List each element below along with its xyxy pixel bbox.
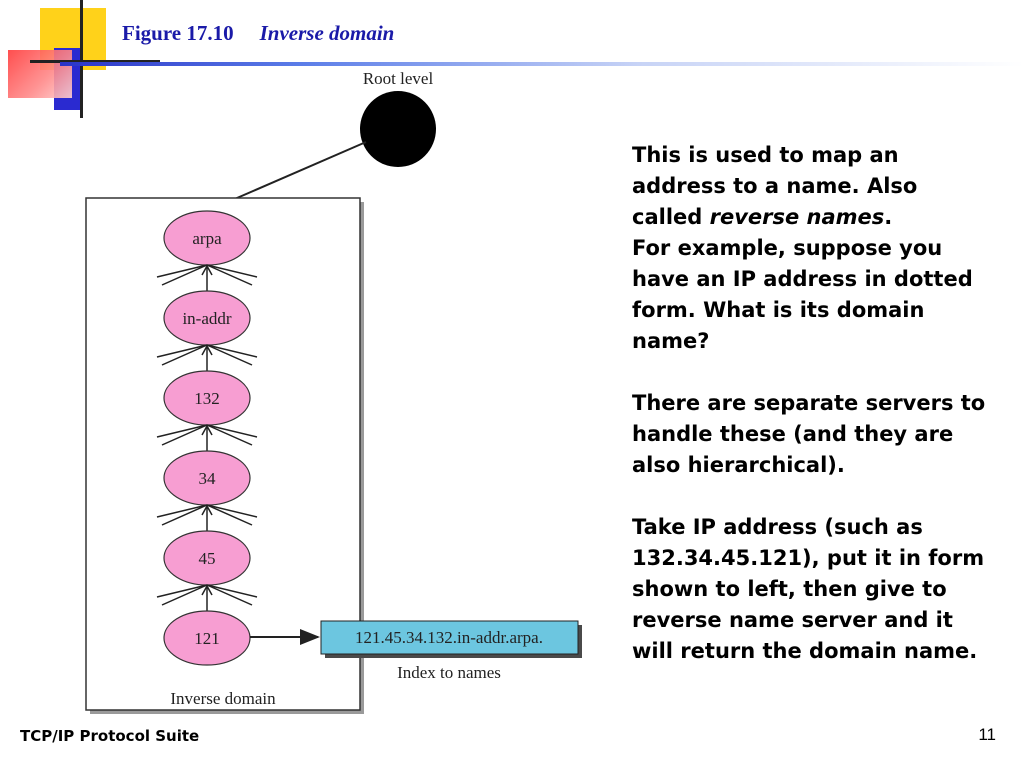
tree-fan-line [206,504,258,518]
paragraph-4: Take IP address (such as 132.34.45.121),… [632,515,985,663]
tree-fan-line [206,344,253,366]
tree-fan-line [161,504,208,526]
tree-arrowhead [201,424,213,436]
tree-arrowhead [201,584,213,596]
root-level-label: Root level [363,69,434,88]
footer-title: TCP/IP Protocol Suite [20,727,200,745]
tree-arrowhead [201,264,213,276]
tree-fan-line [206,344,258,358]
inverse-domain-label: Inverse domain [170,689,276,708]
tree-node-label: 45 [199,549,216,568]
paragraph-gap [632,481,992,512]
tree-group: arpa in-addr 132 34 45 121 [156,210,258,666]
tree-fan-line [156,264,208,278]
tree-node-label: 132 [194,389,220,408]
tree-fan-line [161,264,208,286]
tree-fan-line [206,424,253,446]
tree-fan-line [206,424,258,438]
paragraph-gap [632,357,992,388]
reverse-names-emphasis: reverse names [709,205,885,229]
tree-fan-line [206,264,258,278]
tree-fan-line [161,424,208,446]
tree-fan-line [161,344,208,366]
paragraph-1-end: . [884,205,893,229]
paragraph-1-text: This is used to map an address to a name… [632,143,918,229]
paragraph-3: There are separate servers to handle the… [632,391,986,477]
tree-fan-line [206,584,253,606]
tree-fan-line [206,264,253,286]
tree-fan-line [156,504,208,518]
page-number: 11 [978,725,996,744]
tree-fan-line [156,424,208,438]
tree-node-label: in-addr [182,309,231,328]
tree-fan-line [161,584,208,606]
tree-arrowhead [201,344,213,356]
decor-red-square [8,50,72,98]
tree-node-label: arpa [192,229,222,248]
title-rule [60,62,1024,66]
tree-fan-line [206,504,253,526]
tree-node-label: 34 [199,469,217,488]
tree-fan-line [156,584,208,598]
index-to-names-label: Index to names [397,663,501,682]
tree-fan-line [156,344,208,358]
index-box-text: 121.45.34.132.in-addr.arpa. [355,628,543,647]
tree-fan-line [206,584,258,598]
body-text: This is used to map an address to a name… [632,140,992,667]
paragraph-2: For example, suppose you have an IP addr… [632,236,973,353]
root-node [360,91,436,167]
decor-horizontal-line [30,60,160,63]
tree-arrowhead [201,504,213,516]
figure-number: Figure 17.10 [122,20,234,45]
decor-vertical-line [80,0,83,118]
index-box [320,620,579,655]
figure-title: Inverse domain [259,20,395,45]
tree-node-label: 121 [194,629,220,648]
slide-title: Figure 17.10 Inverse domain [122,18,394,48]
paragraph-1: This is used to map an address to a name… [632,140,992,233]
